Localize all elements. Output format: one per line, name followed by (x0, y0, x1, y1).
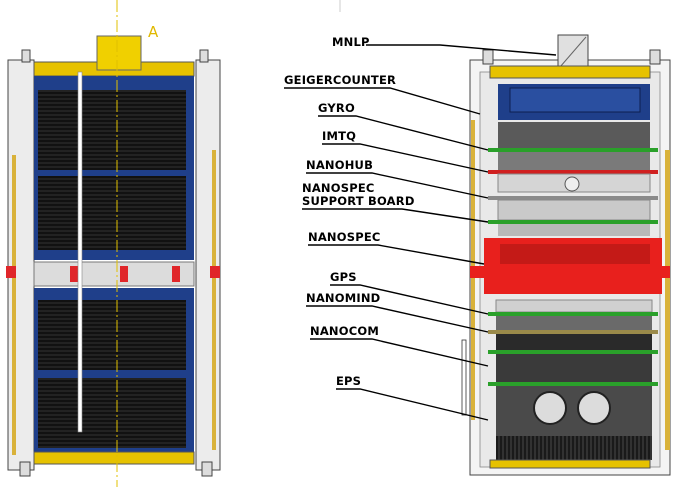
red-clip (6, 266, 16, 278)
top-plate (489, 65, 651, 79)
corner-foot (21, 49, 31, 63)
red-clip (120, 266, 128, 282)
corner-foot (19, 461, 31, 477)
deploy-rod (212, 150, 216, 450)
right-cubesat-view (461, 34, 671, 476)
antenna-rod (77, 71, 83, 433)
nanohub-board (488, 196, 658, 200)
geiger-detail (509, 87, 641, 113)
leader-gyro (318, 115, 489, 151)
bottom-plate (33, 451, 195, 465)
leader-nanohub (306, 172, 489, 199)
label-nanohub: NANOHUB (306, 158, 373, 172)
nanocom-body (496, 334, 652, 350)
gyro-block (498, 122, 650, 148)
eps-upper (496, 354, 652, 382)
leader-nanospec-support (302, 208, 489, 223)
deploy-rod (665, 150, 670, 450)
leader-eps (336, 388, 489, 421)
left-rail (7, 59, 35, 471)
label-eps: EPS (336, 374, 361, 388)
corner-foot (482, 49, 494, 65)
nanomind-body (496, 316, 652, 330)
leader-nanospec (308, 244, 485, 265)
middle-band (33, 261, 195, 287)
right-rail (195, 59, 221, 471)
callouts: MNLP GEIGERCOUNTER GYRO IMTQ NANOHUB NAN… (284, 35, 557, 421)
bottom-heatsink (496, 436, 652, 460)
gps-board (488, 312, 658, 316)
spacer (498, 224, 650, 236)
battery-cell-icon (533, 391, 567, 425)
upper-cell-a (38, 90, 186, 170)
corner-foot (649, 49, 661, 65)
upper-cell-b (38, 176, 186, 250)
antenna-rod (461, 339, 467, 416)
red-clip (210, 266, 220, 278)
mnlp-hatch (559, 36, 587, 68)
view-marker: A (148, 23, 159, 41)
support-board (488, 220, 658, 224)
label-mnlp: MNLP (332, 35, 370, 49)
leader-nanocom (310, 338, 489, 367)
gps-body (495, 299, 653, 313)
red-clip (70, 266, 78, 282)
leader-imtq (322, 143, 489, 173)
red-clip (470, 266, 484, 278)
label-nanospec-support: NANOSPEC (302, 181, 375, 195)
imtq-body (498, 152, 650, 170)
label-geigercounter: GEIGERCOUNTER (284, 73, 396, 87)
red-clip (172, 266, 180, 282)
label-support-board: SUPPORT BOARD (302, 194, 415, 208)
label-gps: GPS (330, 270, 357, 284)
nanospec-detail (500, 244, 650, 264)
nanocom-board (488, 350, 658, 354)
corner-foot (201, 461, 213, 477)
eps-board (488, 382, 658, 386)
label-imtq: IMTQ (322, 129, 356, 143)
battery-block (496, 386, 652, 436)
label-gyro: GYRO (318, 101, 355, 115)
deploy-rod (12, 155, 16, 455)
connector-icon (564, 176, 580, 192)
corner-foot (199, 49, 209, 63)
leader-mnlp (366, 44, 557, 56)
label-nanomind: NANOMIND (306, 291, 380, 305)
leader-nanomind (306, 305, 489, 333)
bottom-plate (489, 459, 651, 469)
nanomind-board (488, 330, 658, 334)
gyro-board (488, 148, 658, 152)
label-nanocom: NANOCOM (310, 324, 379, 338)
leader-gps (330, 284, 489, 315)
lower-cell-a (38, 300, 186, 370)
battery-cell-icon (577, 391, 611, 425)
lower-cell-b (38, 378, 186, 448)
red-clip (658, 266, 670, 278)
imtq-board (488, 170, 658, 174)
label-nanospec: NANOSPEC (308, 230, 381, 244)
payload-block (96, 35, 142, 71)
left-cubesat-view: A (6, 0, 221, 487)
leader-geigercounter (284, 87, 481, 115)
support-board-body (497, 199, 651, 221)
